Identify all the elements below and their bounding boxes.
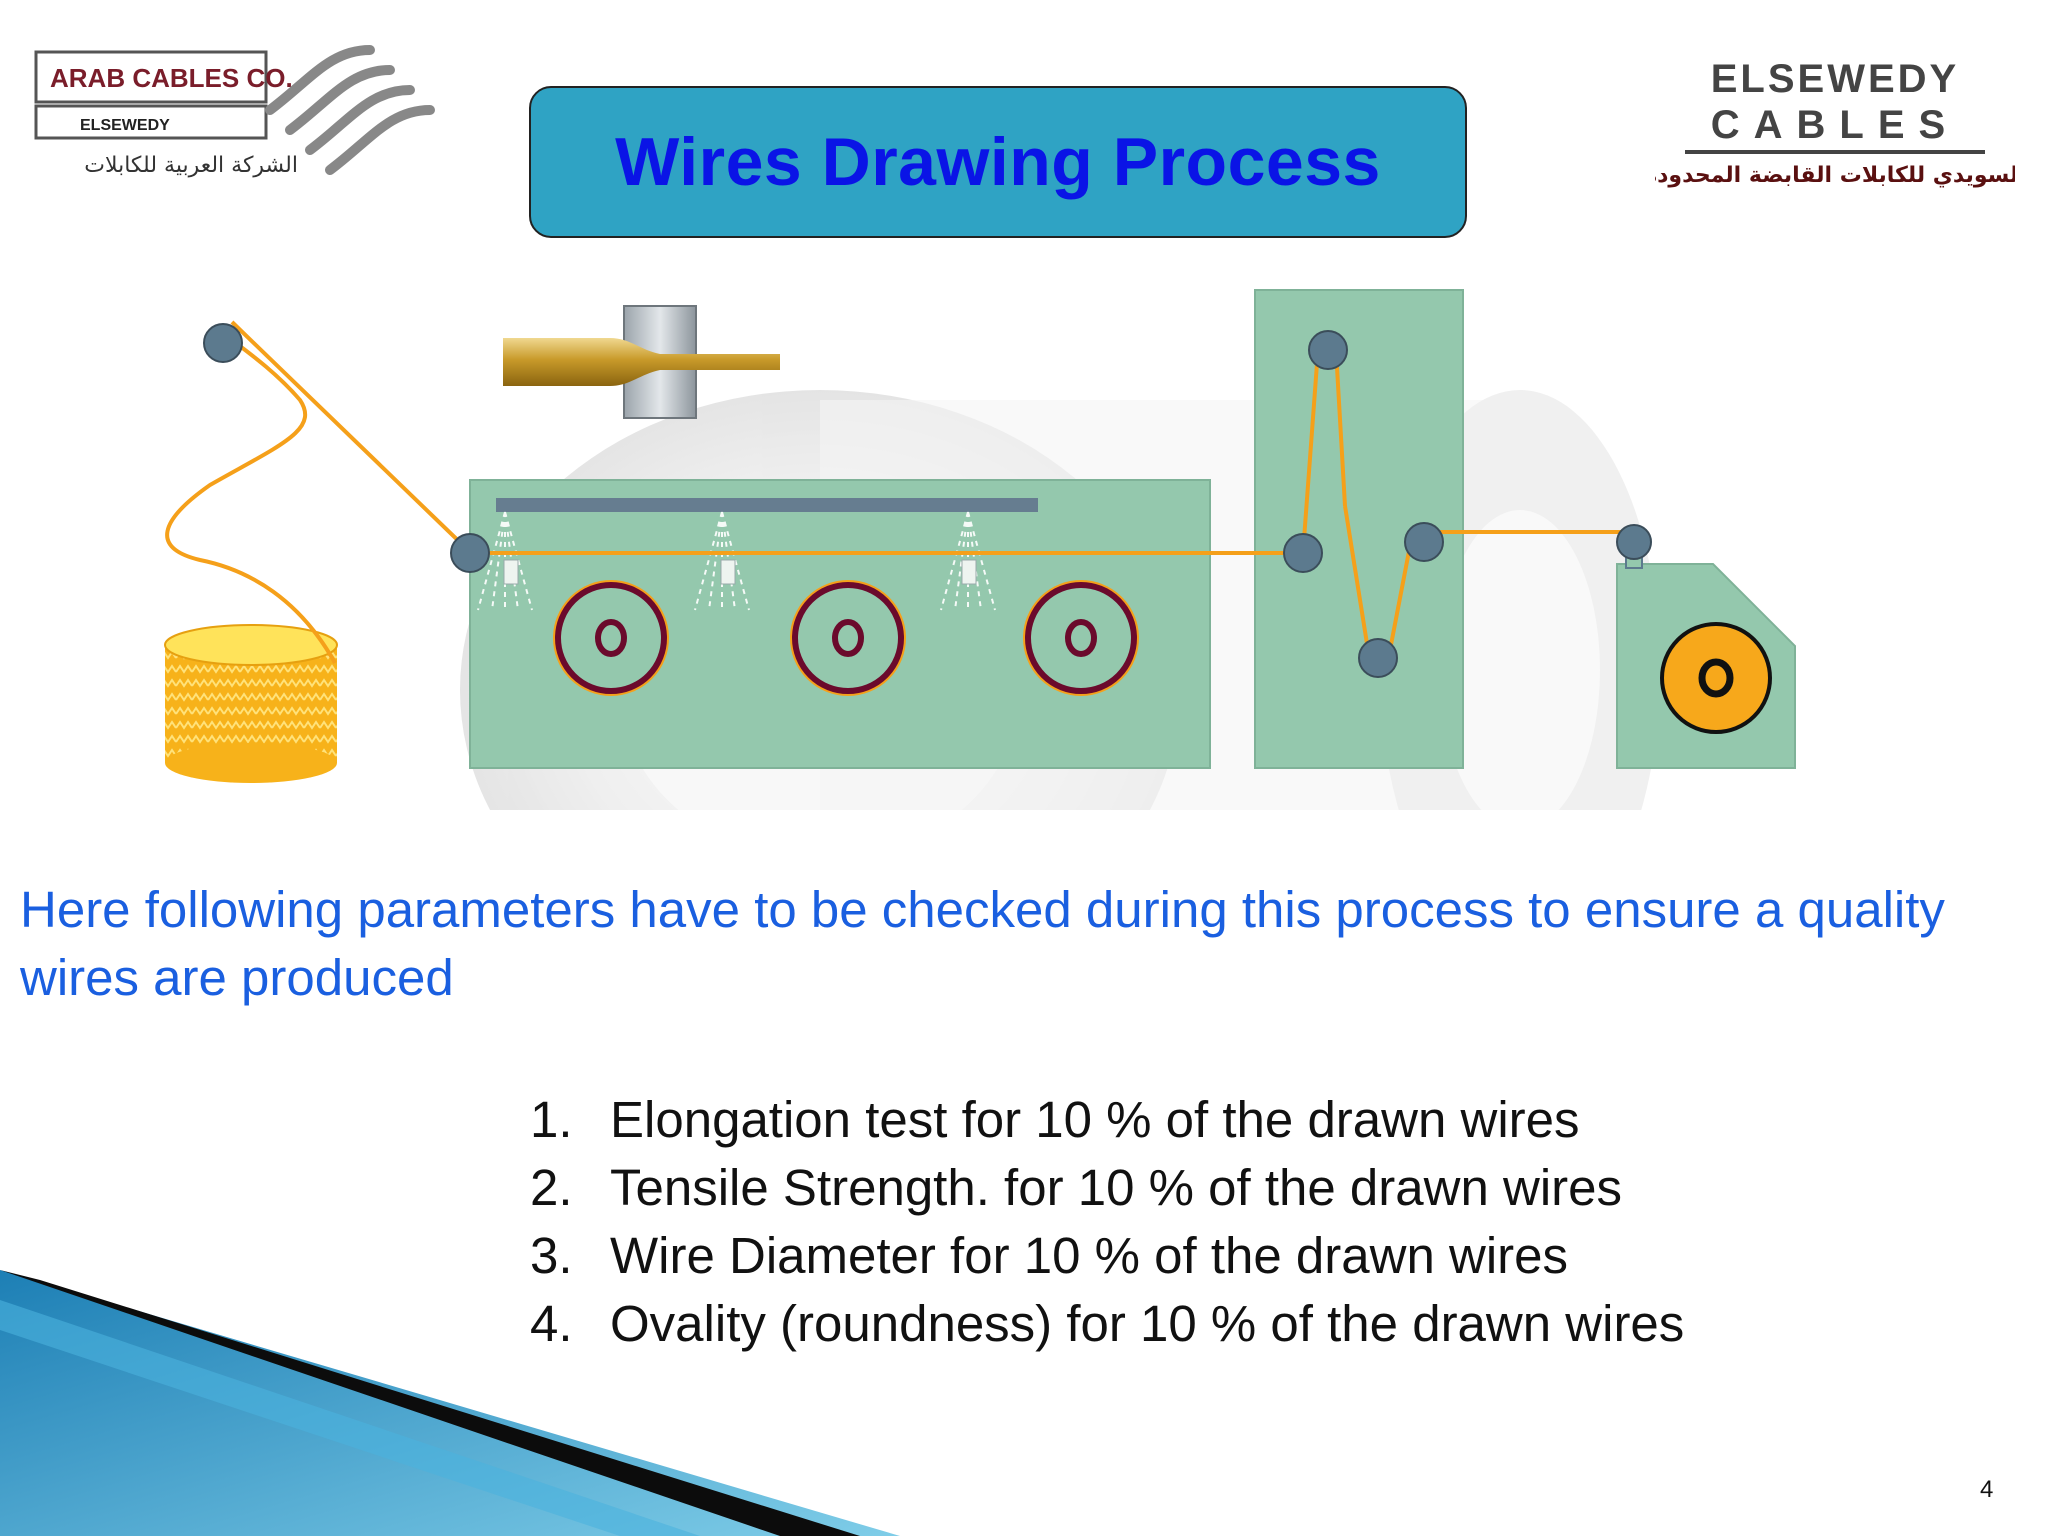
list-item: 2. Tensile Strength. for 10 % of the dra… (530, 1154, 1830, 1222)
title-box: Wires Drawing Process (529, 86, 1467, 238)
logo-left-line2: ELSEWEDY (80, 117, 170, 134)
pulley-dancer-left (1283, 533, 1323, 573)
corner-swoosh-decoration (0, 1270, 900, 1536)
pulley-takeup (1616, 524, 1652, 560)
list-item-text: Tensile Strength. for 10 % of the drawn … (610, 1159, 1623, 1216)
list-item-text: Elongation test for 10 % of the drawn wi… (610, 1091, 1580, 1148)
list-item-number: 3. (530, 1227, 573, 1284)
guide-pulleys (203, 323, 1652, 678)
pulley-dancer-bottom (1358, 638, 1398, 678)
list-item: 1. Elongation test for 10 % of the drawn… (530, 1086, 1830, 1154)
payoff-coil (164, 624, 338, 783)
list-item: 3. Wire Diameter for 10 % of the drawn w… (530, 1222, 1830, 1290)
list-item-number: 4. (530, 1295, 573, 1352)
page-title: Wires Drawing Process (615, 124, 1381, 200)
list-item-text: Ovality (roundness) for 10 % of the draw… (610, 1295, 1685, 1352)
wire-path (165, 320, 1652, 664)
list-item: 4. Ovality (roundness) for 10 % of the d… (530, 1290, 1830, 1358)
drawing-machine (469, 479, 1211, 769)
list-item-number: 1. (530, 1091, 573, 1148)
intro-text: Here following parameters have to be che… (20, 881, 1945, 1006)
logo-right-line1: ELSEWEDY (1711, 57, 1959, 101)
list-item-number: 2. (530, 1159, 573, 1216)
drawing-die-illustration (503, 305, 780, 419)
logo-left-arabic: الشركة العربية للكابلات (84, 153, 298, 178)
logo-right-arabic: السويدي للكابلات القابضة المحدودة (1655, 163, 2015, 188)
quality-checks-list: 1. Elongation test for 10 % of the drawn… (530, 1086, 1830, 1358)
elsewedy-cables-logo: ELSEWEDY CABLES السويدي للكابلات القابضة… (1644, 50, 2026, 200)
page-number: 4 (1980, 1476, 1994, 1503)
pulley-dancer-top (1308, 330, 1348, 370)
pulley-dancer-right (1404, 522, 1444, 562)
pulley-payoff-top (203, 323, 243, 363)
list-item-text: Wire Diameter for 10 % of the drawn wire… (610, 1227, 1568, 1284)
take-up-machine (1616, 539, 1796, 769)
arab-cables-logo: ARAB CABLES CO. ELSEWEDY الشركة العربية … (30, 40, 450, 190)
logo-left-line1: ARAB CABLES CO. (50, 63, 293, 93)
wire-drawing-diagram (164, 289, 1796, 810)
logo-right-line2: CABLES (1711, 103, 1959, 147)
dancer-tower (1254, 289, 1464, 769)
pulley-machine-entry (450, 533, 490, 573)
